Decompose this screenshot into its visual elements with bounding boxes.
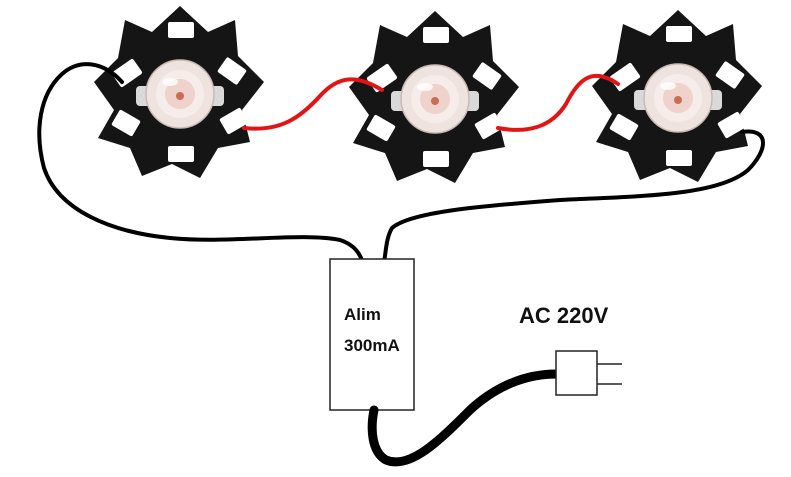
red-wire-led2-led3 bbox=[496, 73, 620, 132]
power-supply-label-line1: Alim bbox=[344, 305, 381, 324]
led-board-1 bbox=[93, 5, 265, 179]
black-wire-led3-to-supply bbox=[382, 129, 765, 264]
power-supply-label-line2: 300mA bbox=[344, 336, 400, 355]
power-supply-box: Alim 300mA bbox=[329, 258, 415, 411]
mains-plug bbox=[555, 350, 622, 396]
led-board-2 bbox=[348, 10, 520, 184]
black-wire-led1-to-supply bbox=[37, 62, 366, 270]
led-board-3 bbox=[591, 9, 763, 183]
red-wire-led1-led2 bbox=[242, 77, 384, 131]
mains-cable bbox=[367, 369, 561, 467]
mains-voltage-label: AC 220V bbox=[519, 303, 609, 328]
